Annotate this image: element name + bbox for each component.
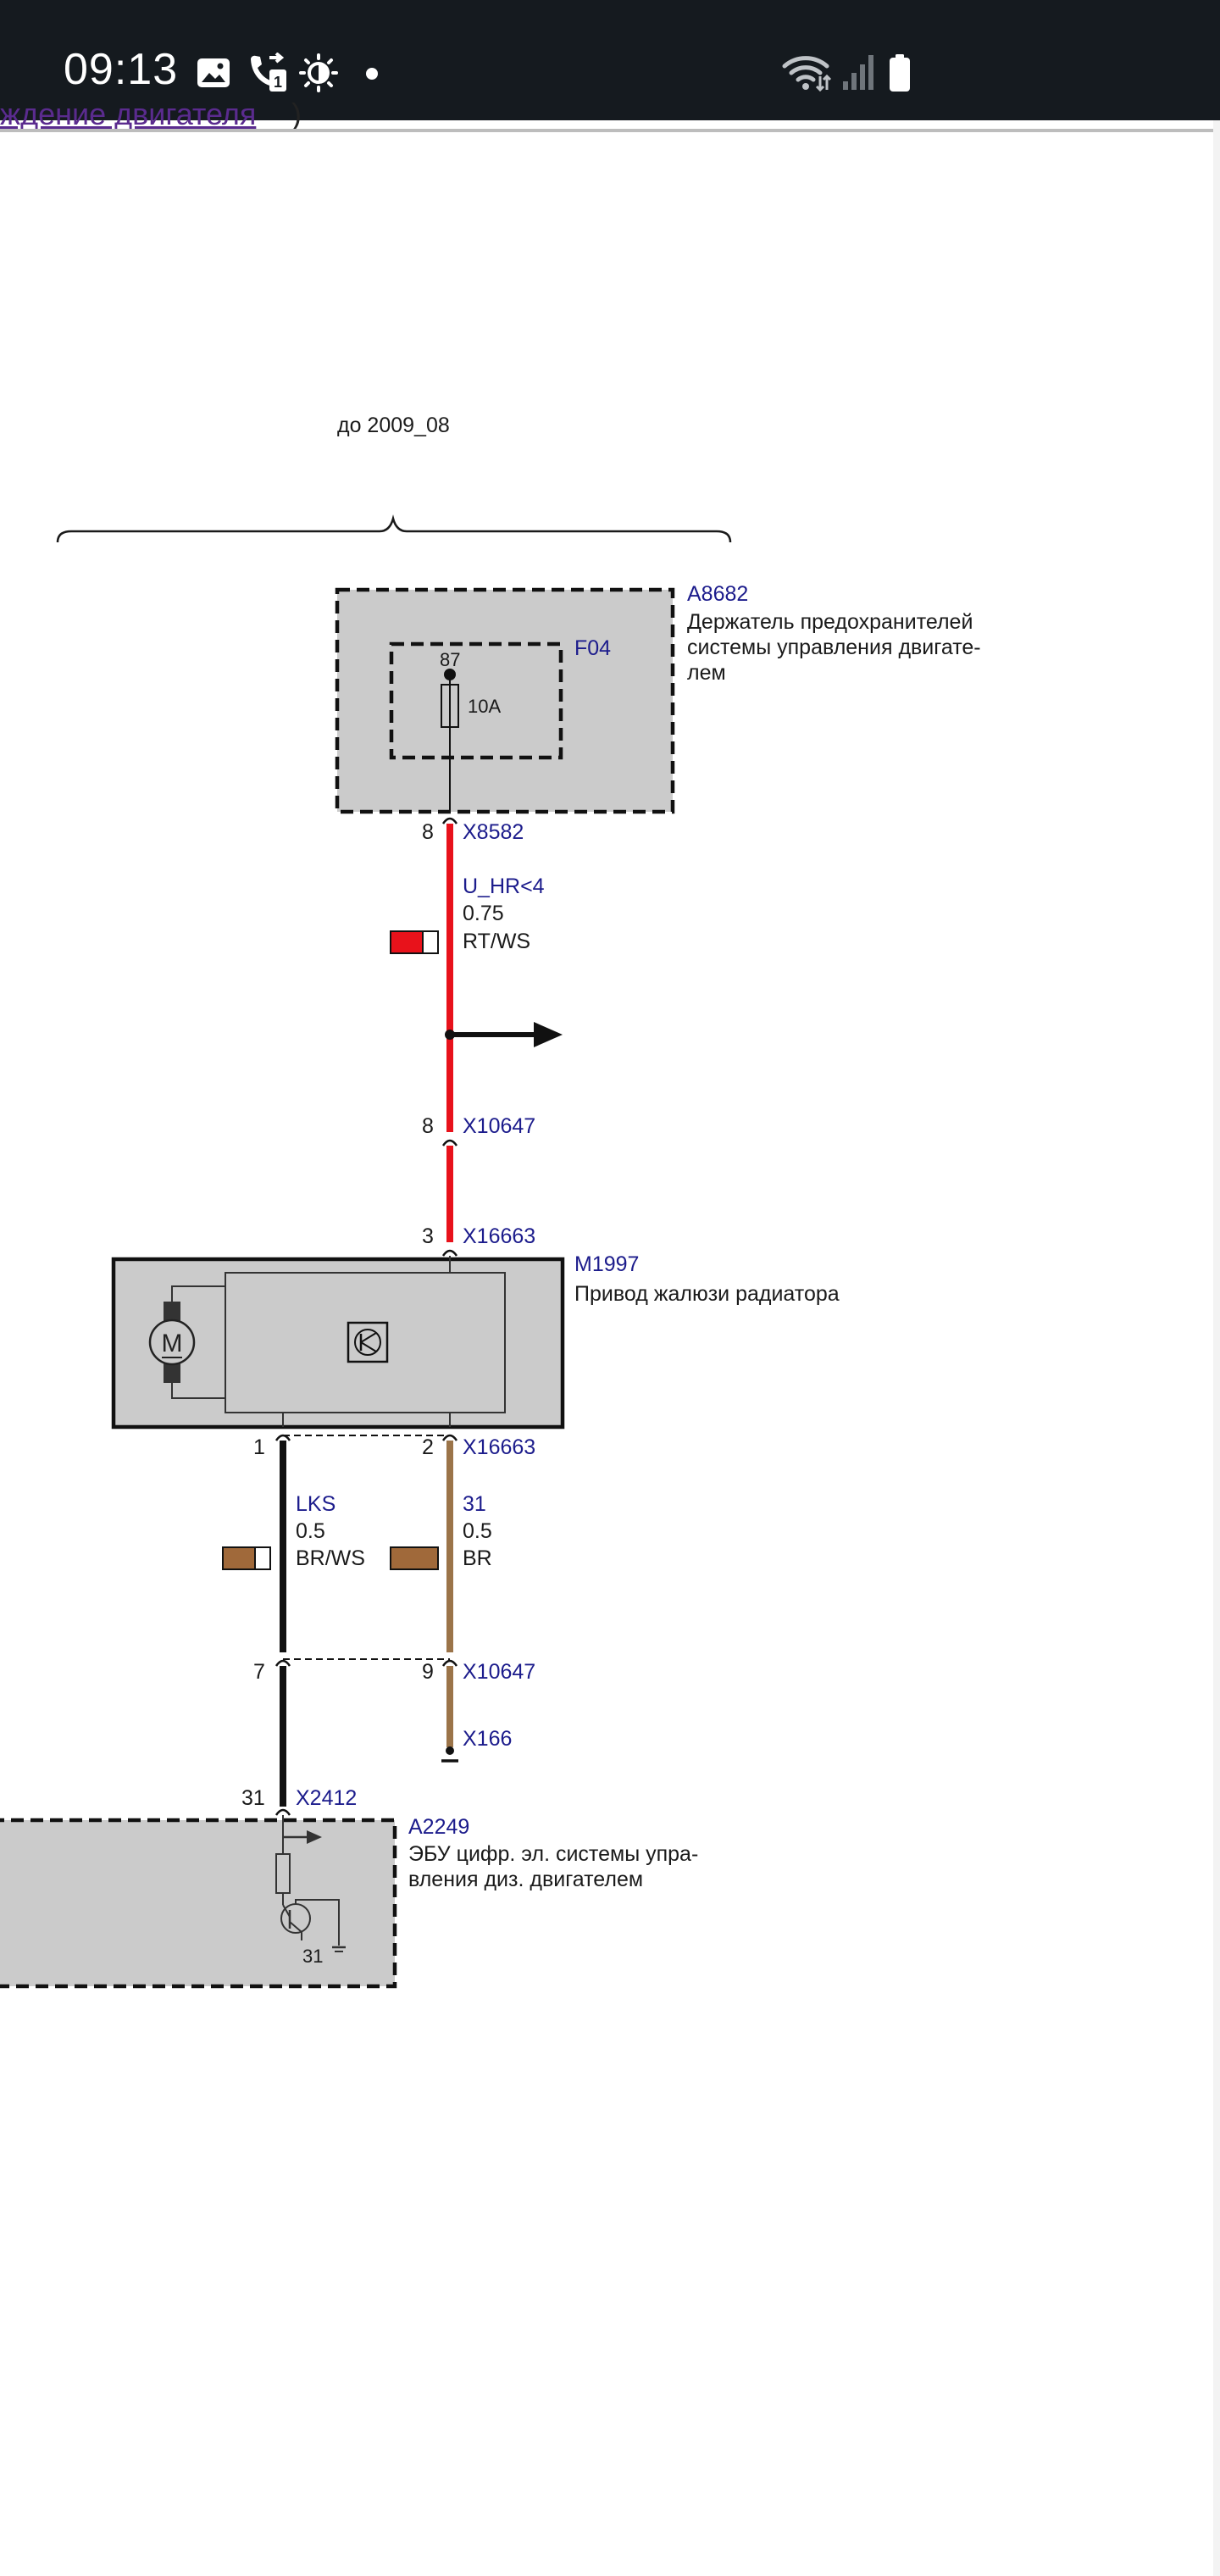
wiring-diagram: до 2009_08 87 10A F04 A8682 Держатель пр… — [0, 414, 981, 1989]
variant-label: до 2009_08 — [337, 414, 450, 437]
x10647-bottom-left-pin: 7 — [253, 1660, 265, 1684]
brown-wire-color-swatch — [390, 1546, 439, 1570]
fuse-f04-box[interactable] — [389, 641, 563, 760]
cell-signal-icon — [843, 55, 873, 90]
ecu-desc-2: вления диз. двигателем — [408, 1868, 643, 1891]
status-time: 09:13 — [64, 45, 179, 94]
fuse-pin-label: 87 — [440, 649, 460, 670]
x166-ground-dot — [446, 1746, 454, 1755]
x16663-out-pin: 2 — [422, 1435, 434, 1459]
svg-text:1: 1 — [274, 74, 282, 91]
svg-text:M: M — [162, 1330, 183, 1357]
x10647-top-connector-mark — [441, 1139, 458, 1146]
x10647-bottom-name[interactable]: X10647 — [463, 1660, 535, 1684]
x16663-out-name[interactable]: X16663 — [463, 1435, 535, 1459]
x2412-connector-mark — [274, 1808, 291, 1816]
fuse-holder-desc-3: лем — [687, 661, 726, 685]
fuse-id[interactable]: F04 — [574, 636, 611, 660]
x10647-top-pin: 8 — [422, 1114, 434, 1138]
brown-wire-gauge: 0.5 — [463, 1519, 492, 1543]
brown-wire-signal: 31 — [463, 1492, 486, 1516]
x16663-in-name[interactable]: X16663 — [463, 1224, 535, 1248]
ecu-pin: 31 — [302, 1946, 323, 1967]
controller-icon — [347, 1321, 389, 1363]
red-wire-signal: U_HR<4 — [463, 874, 545, 898]
x10647-top-name[interactable]: X10647 — [463, 1114, 535, 1138]
x10647-bottom-mark-left — [274, 1659, 291, 1667]
x2412-pin: 31 — [241, 1786, 265, 1810]
fuse-holder-desc-2: системы управления двигате- — [687, 636, 981, 659]
fuse-holder-desc-1: Держатель предохранителей — [687, 610, 973, 634]
status-bar: 09:13 1 — [0, 0, 1220, 120]
battery-icon — [890, 54, 910, 92]
top-divider — [0, 129, 1213, 132]
gallery-icon — [197, 58, 230, 87]
section-link[interactable]: ждение двигателя — [0, 97, 257, 131]
ecu-internal-circuit — [275, 1815, 346, 1952]
x166-name[interactable]: X166 — [463, 1727, 512, 1751]
x10647-bottom-pin: 9 — [422, 1660, 434, 1684]
x16663-out-mark-left — [274, 1434, 291, 1441]
ecu-id[interactable]: A2249 — [408, 1815, 469, 1839]
actuator-desc: Привод жалюзи радиатора — [574, 1282, 840, 1306]
ecu-box[interactable] — [0, 1818, 397, 1989]
x16663-out-left-pin: 1 — [253, 1435, 265, 1459]
notification-dot-icon — [366, 68, 378, 80]
brightness-icon — [299, 53, 338, 92]
motor-icon: M — [148, 1285, 225, 1399]
x8582-name[interactable]: X8582 — [463, 820, 524, 844]
right-edge — [1213, 120, 1220, 2576]
fuse-holder-id[interactable]: A8682 — [687, 582, 748, 606]
x2412-name[interactable]: X2412 — [296, 1786, 357, 1810]
red-wire-color-code: RT/WS — [463, 930, 530, 953]
continuation-arrow-icon[interactable] — [534, 1022, 563, 1047]
ecu-desc-1: ЭБУ цифр. эл. системы упра- — [408, 1842, 698, 1866]
x16663-in-pin: 3 — [422, 1224, 434, 1248]
x16663-in-connector-mark — [441, 1249, 458, 1257]
red-wire-gauge: 0.75 — [463, 902, 504, 925]
document-page: ждение двигателя ) до 2009_08 87 10A F04… — [0, 97, 1220, 2576]
black-wire-color-code: BR/WS — [296, 1546, 365, 1570]
x10647-bottom-mark-right — [441, 1659, 458, 1667]
red-wire-color-swatch — [390, 930, 439, 954]
black-wire-color-swatch — [222, 1546, 271, 1570]
black-wire-signal: LKS — [296, 1492, 336, 1516]
call-forward-sim1-icon: 1 — [251, 53, 286, 92]
x8582-connector-mark — [441, 817, 458, 824]
brown-wire-color-code: BR — [463, 1546, 492, 1570]
actuator-id[interactable]: M1997 — [574, 1252, 639, 1276]
fuse-rating: 10A — [468, 696, 501, 717]
x8582-pin: 8 — [422, 820, 434, 844]
wifi-icon — [782, 56, 832, 92]
x16663-out-mark-right — [441, 1434, 458, 1441]
section-link-suffix: ) — [291, 97, 302, 131]
variant-brace — [56, 514, 732, 543]
black-wire-gauge: 0.5 — [296, 1519, 325, 1543]
